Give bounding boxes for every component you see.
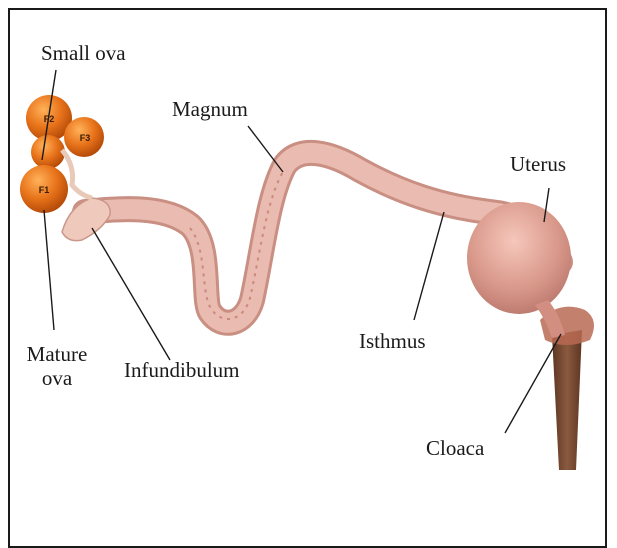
oviduct-illustration: F2 F3 F1 xyxy=(0,0,617,509)
follicle-tag-f1: F1 xyxy=(39,185,50,195)
label-cloaca: Cloaca xyxy=(426,437,484,459)
label-isthmus: Isthmus xyxy=(359,330,426,352)
leader-infundibulum xyxy=(92,228,170,360)
ova-small-mid xyxy=(31,135,65,169)
cloaca-shape xyxy=(552,330,582,470)
uterus-shape xyxy=(467,202,571,314)
label-small-ova: Small ova xyxy=(41,42,126,64)
leader-isthmus xyxy=(414,212,444,320)
leader-magnum xyxy=(248,126,283,172)
follicle-tag-f3: F3 xyxy=(80,133,91,143)
leader-mature-ova xyxy=(44,210,54,330)
leader-cloaca xyxy=(505,334,561,433)
infundibulum-shape xyxy=(62,198,110,241)
label-infundibulum: Infundibulum xyxy=(124,359,240,381)
label-magnum: Magnum xyxy=(172,98,248,120)
label-mature-ova-line2: ova xyxy=(18,367,96,389)
label-mature-ova-line1: Mature xyxy=(18,343,96,365)
label-uterus: Uterus xyxy=(510,153,566,175)
